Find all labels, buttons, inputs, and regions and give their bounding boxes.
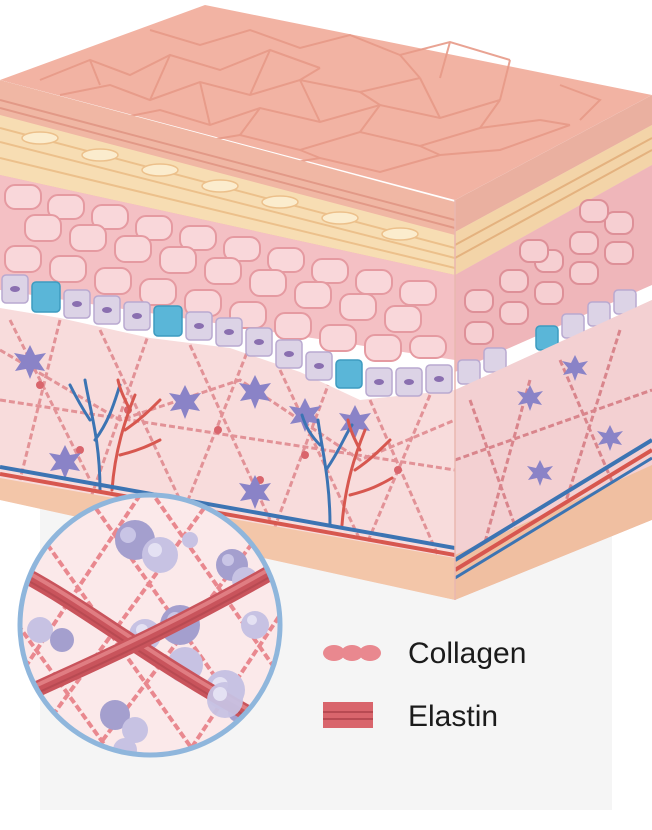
- side-face: [455, 95, 652, 600]
- basal-layer: [0, 274, 455, 400]
- magnifier-lens: [17, 492, 283, 758]
- fibroblast-cells: [14, 345, 371, 509]
- legend-label-elastin: Elastin: [408, 700, 498, 733]
- legend-item-collagen: Collagen: [323, 637, 526, 670]
- stratum-granulosum: [0, 115, 455, 275]
- capillaries: [68, 378, 394, 527]
- collagen-beads-icon: [323, 645, 381, 661]
- elastin-bar-icon: [323, 702, 373, 728]
- legend-item-elastin: Elastin: [323, 700, 498, 733]
- legend: Collagen Elastin: [323, 637, 526, 733]
- melanocytes: [31, 281, 363, 389]
- skin-surface-top: [0, 5, 652, 200]
- stratum-spinosum: [0, 175, 455, 362]
- stratum-corneum: [0, 95, 455, 235]
- legend-label-collagen: Collagen: [408, 637, 526, 670]
